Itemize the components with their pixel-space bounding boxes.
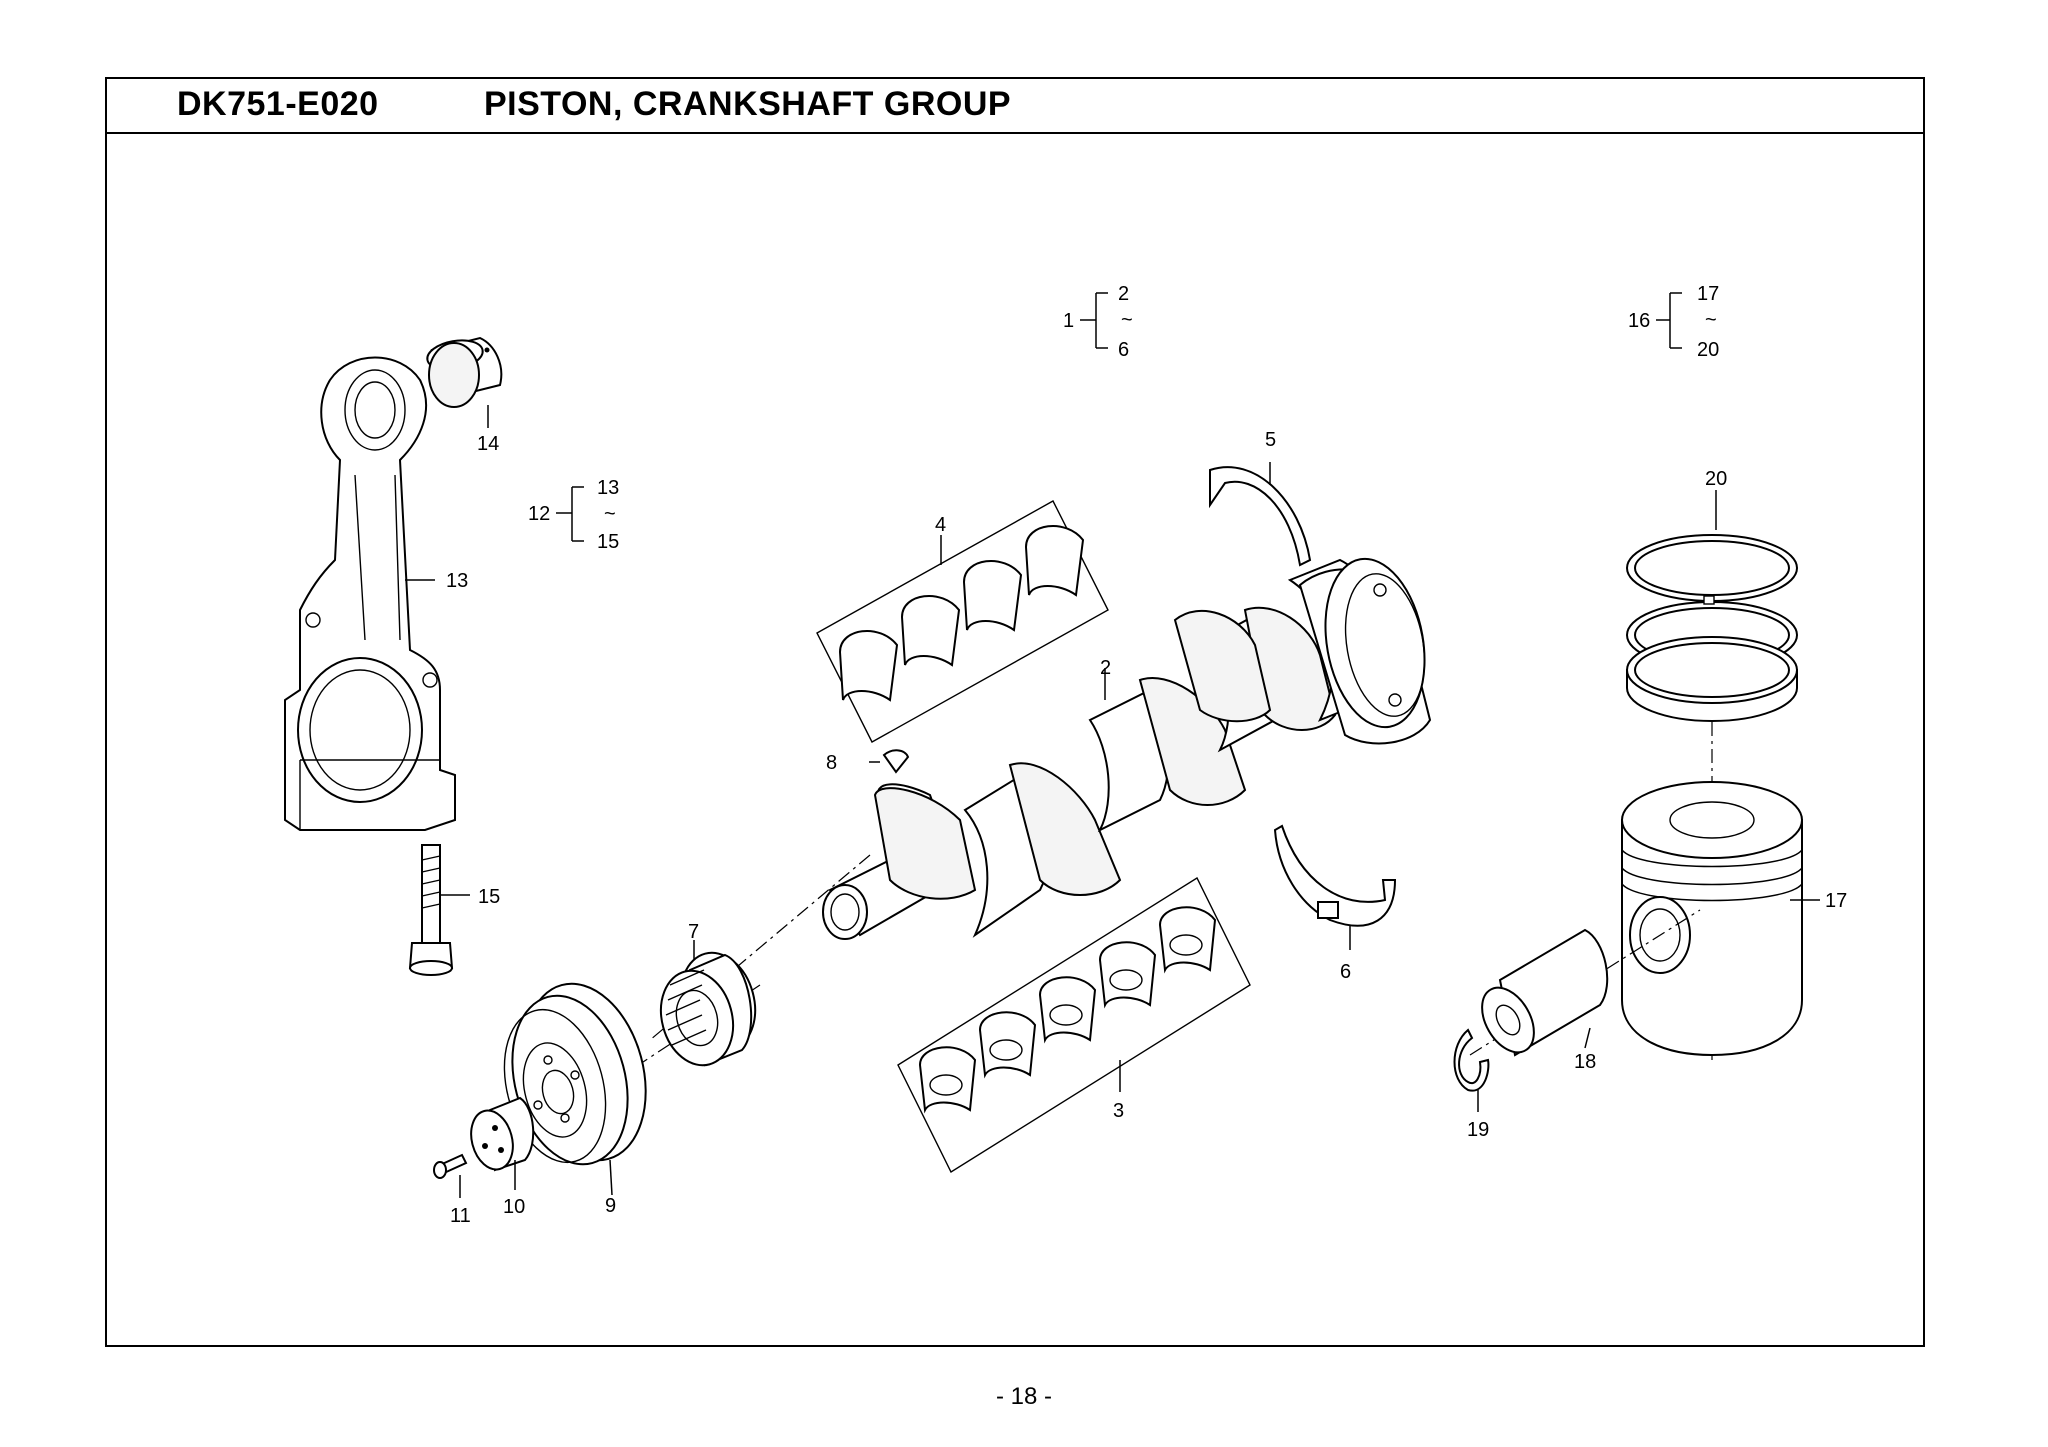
callout-18: 18 (1574, 1051, 1596, 1073)
pulley-bolt (433, 1153, 468, 1179)
piston-pin (1469, 909, 1701, 1057)
drawing-title: PISTON, CRANKSHAFT GROUP (484, 85, 1012, 123)
callout-10: 10 (503, 1196, 525, 1218)
thrust-washer-lower (1273, 824, 1397, 927)
callout-4: 4 (935, 514, 946, 536)
leader-lines (405, 405, 1820, 1198)
callout-12: 12 (528, 503, 550, 525)
group-bracket-16: 16 17 ~ 20 (1628, 283, 1719, 361)
group-12-from: 13 (597, 477, 619, 499)
crankshaft-pulley (503, 982, 647, 1166)
group-16-from: 17 (1697, 283, 1719, 305)
group-1-to: 6 (1118, 339, 1129, 361)
snap-ring (1453, 1028, 1490, 1092)
callout-19: 19 (1467, 1119, 1489, 1141)
group-bracket-12: 12 13 ~ 15 (528, 477, 619, 553)
callout-1: 1 (1063, 310, 1074, 332)
group-16-tilde: ~ (1705, 309, 1717, 331)
group-16-to: 20 (1697, 339, 1719, 361)
callout-14: 14 (477, 433, 499, 455)
connecting-rod (284, 356, 456, 831)
connecting-rod-bolt (408, 844, 454, 976)
callout-13: 13 (446, 570, 468, 592)
drawing-code: DK751-E020 (177, 85, 379, 123)
callout-8: 8 (826, 752, 837, 774)
callout-16: 16 (1628, 310, 1650, 332)
callout-15: 15 (478, 886, 500, 908)
small-end-bushing (426, 336, 503, 408)
pulley-spacer (470, 1096, 535, 1172)
piston (1621, 781, 1803, 1057)
title-block: DK751-E020 PISTON, CRANKSHAFT GROUP (107, 79, 1923, 134)
callout-6: 6 (1340, 961, 1351, 983)
piston-rings (1626, 534, 1798, 1060)
woodruff-key (882, 749, 910, 774)
drawing-frame: DK751-E020 PISTON, CRANKSHAFT GROUP (105, 77, 1925, 1347)
group-12-tilde: ~ (604, 503, 616, 525)
callout-20: 20 (1705, 468, 1727, 490)
connecting-rod-bearing-set (816, 500, 1109, 743)
callout-17: 17 (1825, 890, 1847, 912)
callout-2: 2 (1100, 657, 1111, 679)
callout-11: 11 (450, 1205, 471, 1227)
crankshaft-gear (569, 951, 761, 1111)
callout-5: 5 (1265, 429, 1276, 451)
main-bearing-set (897, 876, 1251, 1174)
group-bracket-1: 1 2 ~ 6 (1063, 283, 1133, 361)
callouts: 14 13 15 4 5 2 8 6 7 3 9 10 11 20 17 18 … (446, 429, 1847, 1227)
page-number: - 18 - (995, 1383, 1052, 1410)
group-12-to: 15 (597, 531, 619, 553)
group-1-from: 2 (1118, 283, 1129, 305)
callout-3: 3 (1113, 1100, 1124, 1122)
thrust-washer-upper (1209, 466, 1312, 567)
group-1-tilde: ~ (1121, 309, 1133, 331)
crankshaft (649, 557, 1432, 1041)
callout-9: 9 (605, 1195, 616, 1217)
callout-7: 7 (688, 921, 699, 943)
